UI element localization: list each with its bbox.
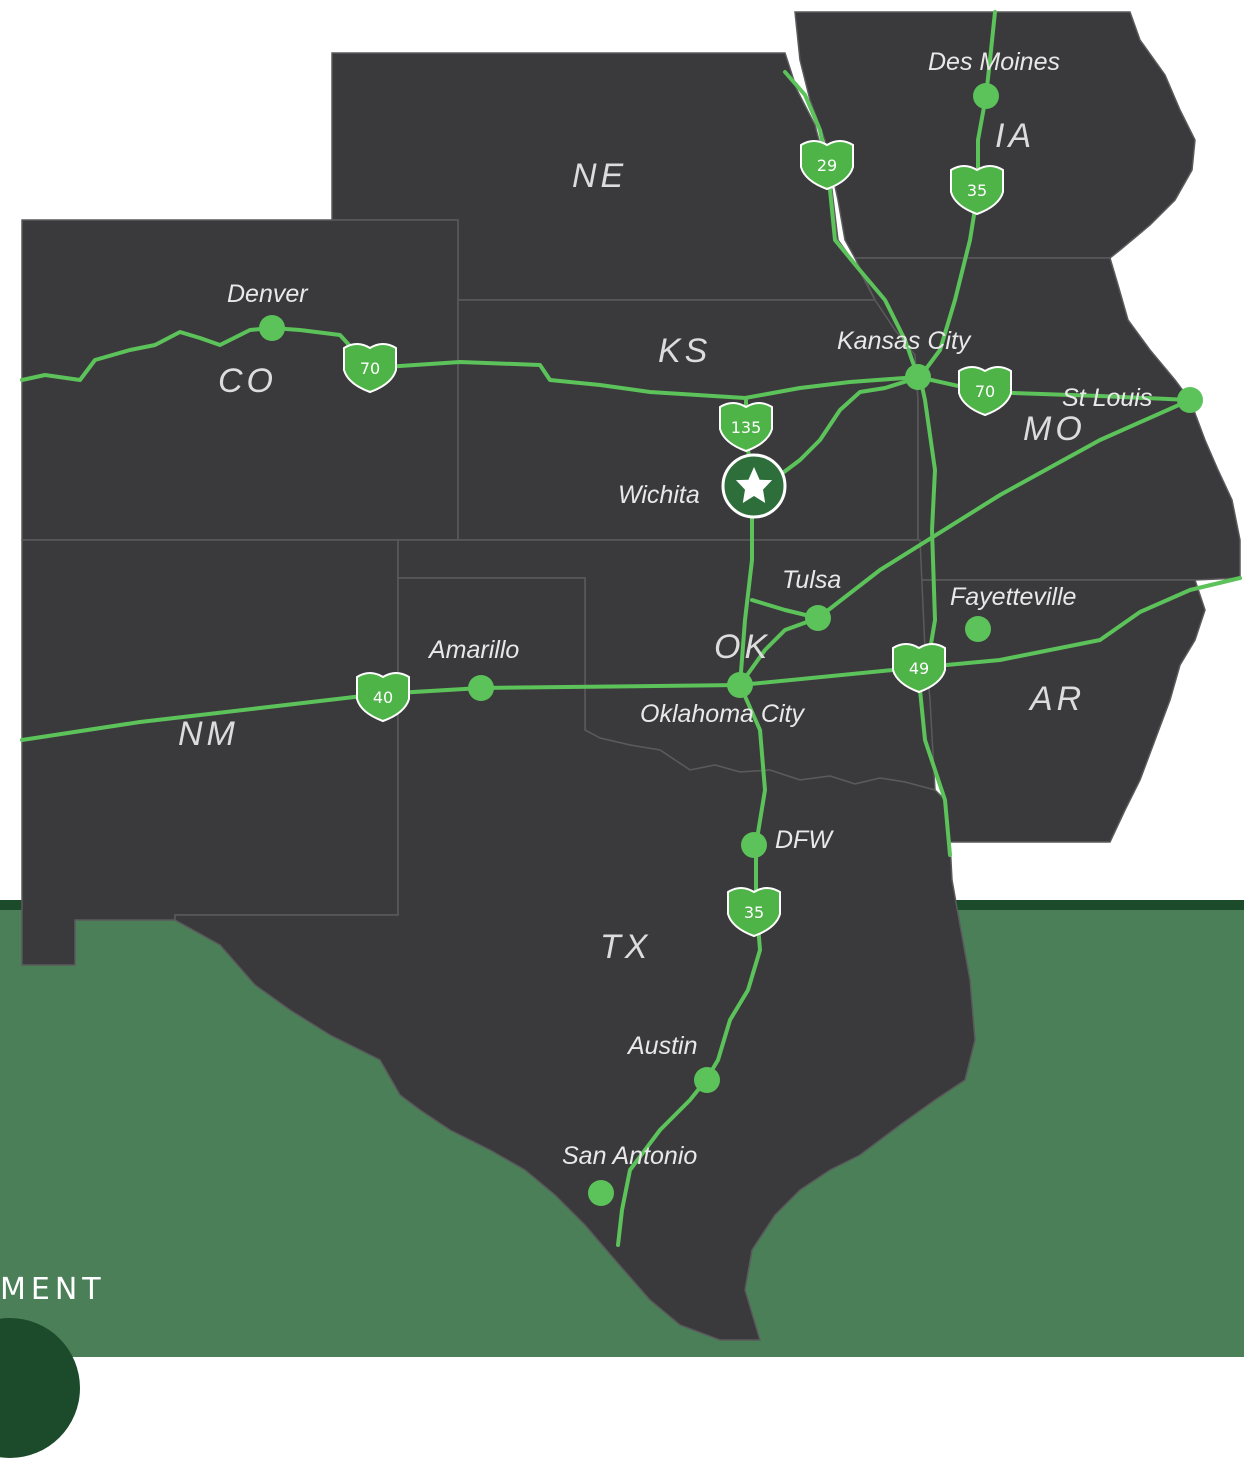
city-label-dfw: DFW bbox=[775, 826, 834, 854]
city-label-wichita: Wichita bbox=[618, 481, 700, 509]
interstate-shield-icon bbox=[727, 887, 781, 938]
route-i29 bbox=[783, 70, 920, 379]
city-label-kansas-city: Kansas City bbox=[837, 327, 972, 355]
interstate-shield-icon bbox=[343, 343, 397, 394]
state-label-ar: AR bbox=[1028, 680, 1085, 718]
shield-number: 29 bbox=[817, 156, 837, 175]
state-label-co: CO bbox=[218, 362, 277, 400]
state-shape-tx bbox=[174, 577, 976, 1341]
city-label-oklahoma-city: Oklahoma City bbox=[640, 700, 805, 728]
city-label-fayetteville: Fayetteville bbox=[950, 583, 1076, 611]
city-label-san-antonio: San Antonio bbox=[562, 1142, 697, 1170]
shield-i70-west: 70 bbox=[343, 343, 397, 394]
state-shapes bbox=[21, 11, 1241, 1341]
route-i40 bbox=[20, 576, 1242, 742]
shield-i135: 135 bbox=[719, 402, 773, 453]
city-dot-austin bbox=[694, 1067, 720, 1093]
city-label-tulsa: Tulsa bbox=[782, 566, 841, 594]
shield-number: 35 bbox=[744, 903, 764, 922]
state-label-ia: IA bbox=[995, 117, 1035, 155]
city-markers bbox=[259, 83, 1203, 1206]
shield-i35-north: 35 bbox=[950, 165, 1004, 216]
city-label-st-louis: St Louis bbox=[1062, 384, 1152, 412]
state-label-ks: KS bbox=[658, 332, 711, 370]
route-i44 bbox=[738, 398, 1192, 687]
hq-marker-wichita bbox=[721, 453, 787, 519]
shield-number: 40 bbox=[373, 688, 393, 707]
shield-number: 49 bbox=[909, 659, 929, 678]
city-dot-oklahoma-city bbox=[727, 672, 753, 698]
city-label-austin: Austin bbox=[626, 1032, 697, 1060]
state-label-mo: MO bbox=[1023, 410, 1086, 448]
shield-i70-east: 70 bbox=[958, 366, 1012, 417]
interstate-shield-icon bbox=[356, 672, 410, 723]
interstate-routes bbox=[20, 10, 1242, 1247]
shield-i35-south: 35 bbox=[727, 887, 781, 938]
regional-map: 29 35 70 70 135 40 49 35 bbox=[20, 10, 1242, 1341]
state-label-nm: NM bbox=[178, 715, 239, 753]
city-dot-san-antonio bbox=[588, 1180, 614, 1206]
state-label-tx: TX bbox=[600, 928, 651, 966]
city-label-denver: Denver bbox=[227, 280, 309, 308]
highway-shields: 29 35 70 70 135 40 49 35 bbox=[343, 140, 1012, 938]
city-label-des-moines: Des Moines bbox=[928, 48, 1060, 76]
state-label-ok: OK bbox=[714, 628, 771, 666]
shield-i49: 49 bbox=[892, 643, 946, 694]
shield-number: 70 bbox=[360, 359, 380, 378]
route-i49 bbox=[918, 375, 952, 857]
city-dot-tulsa bbox=[805, 605, 831, 631]
shield-number: 135 bbox=[731, 418, 762, 437]
city-dot-amarillo bbox=[468, 675, 494, 701]
shield-number: 70 bbox=[975, 382, 995, 401]
interstate-shield-icon bbox=[892, 643, 946, 694]
city-labels: Des Moines Denver Kansas City St Louis W… bbox=[227, 48, 1152, 1170]
city-dot-denver bbox=[259, 315, 285, 341]
city-dot-fayetteville bbox=[965, 616, 991, 642]
footer-text: MENT bbox=[0, 1272, 106, 1307]
shield-i40: 40 bbox=[356, 672, 410, 723]
state-shape-mo bbox=[853, 257, 1241, 581]
shield-i29: 29 bbox=[800, 140, 854, 191]
star-icon bbox=[735, 467, 773, 503]
city-label-amarillo: Amarillo bbox=[427, 636, 519, 664]
city-dot-st-louis bbox=[1177, 387, 1203, 413]
interstate-shield-icon bbox=[719, 402, 773, 453]
city-dot-dfw bbox=[741, 832, 767, 858]
state-labels: NE IA CO KS MO OK NM AR TX bbox=[178, 117, 1086, 966]
state-label-ne: NE bbox=[572, 157, 627, 195]
shield-number: 35 bbox=[967, 181, 987, 200]
interstate-shield-icon bbox=[950, 165, 1004, 216]
city-dot-des-moines bbox=[973, 83, 999, 109]
interstate-shield-icon bbox=[958, 366, 1012, 417]
city-dot-kansas-city bbox=[905, 364, 931, 390]
interstate-shield-icon bbox=[800, 140, 854, 191]
